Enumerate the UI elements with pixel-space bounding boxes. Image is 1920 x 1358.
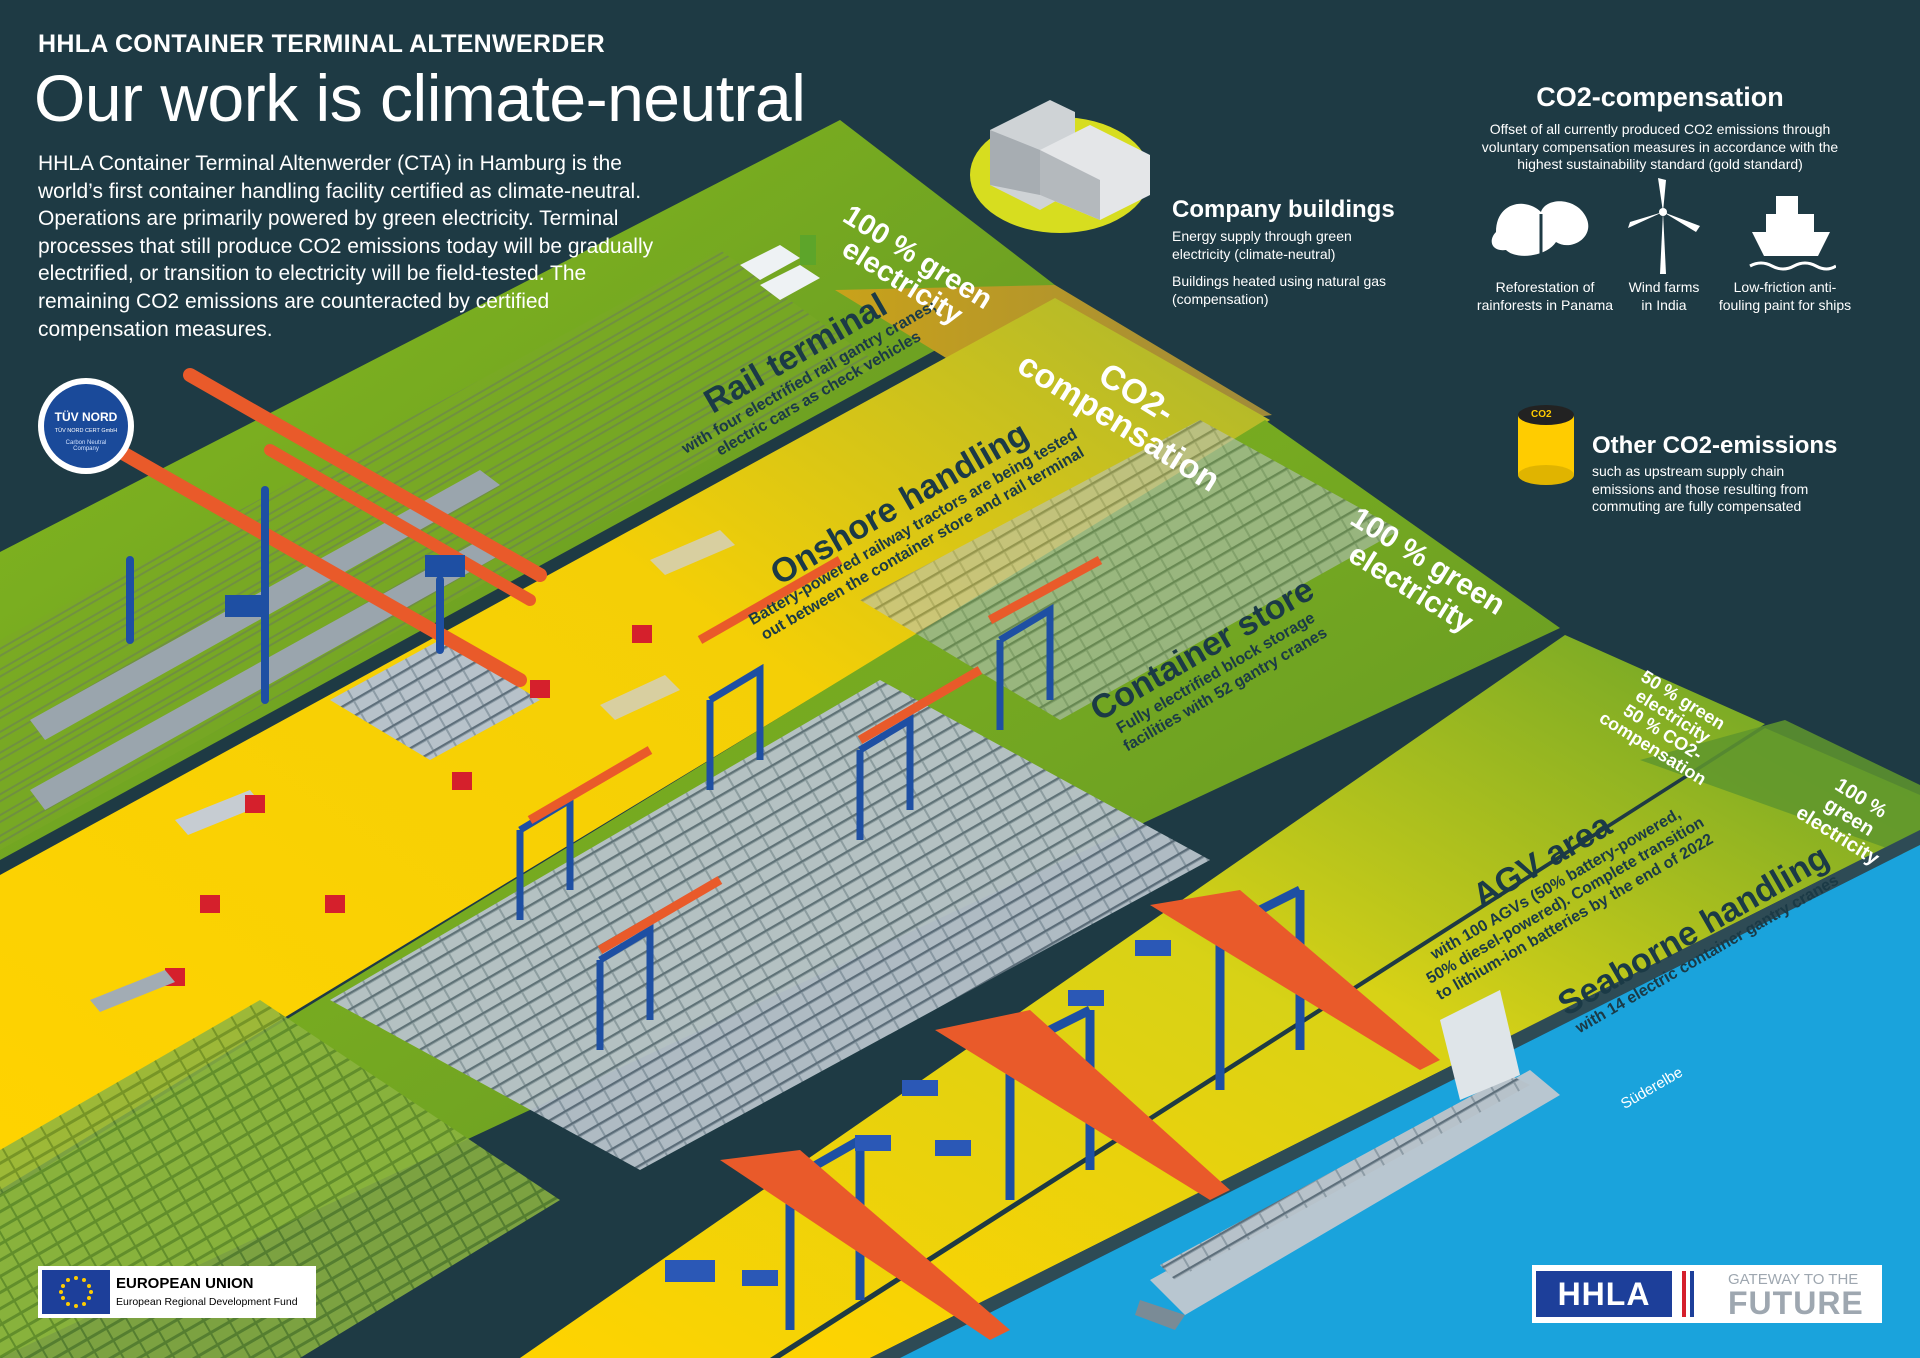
wind-turbine-icon [1620,178,1706,274]
onshore-zone [0,298,1270,1190]
intro-text: HHLA Container Terminal Altenwerder (CTA… [38,152,654,341]
ship-icon [1746,192,1837,272]
compensation-title: CO2-compensation [1536,82,1784,112]
co2-badge-icon [1518,405,1574,485]
hhla-wordmark: HHLA [1536,1271,1672,1317]
seaborne-tag-zone [1640,720,1920,860]
agv-vehicles [665,940,1171,1286]
quay-edge [870,830,1920,1358]
page-title: Our work is climate-neutral [34,61,806,135]
rail-containers [330,640,540,760]
gateway-line-2: FUTURE [1728,1285,1864,1321]
hhla-blue-bar [1690,1271,1694,1317]
hhla-logo: HHLA GATEWAY TO THE FUTURE [1532,1265,1882,1323]
compensation-item-paint: Low-friction anti-fouling paint for ship… [1718,279,1852,313]
container-stacks [330,680,1210,1170]
hhla-red-bar [1682,1271,1686,1317]
seal-brand: TÜV NORD [54,410,118,424]
onshore-trucks [90,530,735,1012]
eu-title: EUROPEAN UNION [116,1275,254,1292]
eu-logo: EUROPEAN UNION European Regional Develop… [38,1266,316,1318]
leaf-icon [1486,192,1600,264]
compensation-item-reforestation: Reforestation of rainforests in Panama [1476,279,1614,313]
eu-flag-icon [42,1270,110,1314]
tuev-nord-seal: TÜV NORD TÜV NORD CERT GmbH Carbon Neutr… [38,378,134,474]
compensation-desc: Offset of all currently produced CO2 emi… [1481,121,1839,172]
eu-subtitle: European Regional Development Fund [116,1296,298,1308]
container-ship [1135,990,1560,1330]
ship-to-shore-cranes [720,885,1440,1340]
rail-gantry-cranes [93,368,547,704]
seaborne-zone [780,728,1920,1358]
gateway-line-1: GATEWAY TO THE [1728,1271,1859,1288]
river-suederelbe [900,845,1920,1358]
compensation-item-wind: Wind farms in India [1628,279,1700,313]
container-stacks-far [860,420,1400,720]
store-gantry-cranes [516,556,1103,1050]
kicker: HHLA CONTAINER TERMINAL ALTENWERDER [38,30,605,58]
co2-badge-label: CO2 [1531,409,1552,420]
other-emissions-block: Other CO2-emissions such as upstream sup… [1592,432,1838,514]
company-building [990,100,1150,220]
company-buildings-block: Company buildings Energy supply through … [1172,196,1395,307]
seal-issuer: TÜV NORD CERT GmbH [54,428,118,434]
electric-cars [740,235,820,300]
seal-ring-text: Carbon Neutral Company [65,440,107,452]
